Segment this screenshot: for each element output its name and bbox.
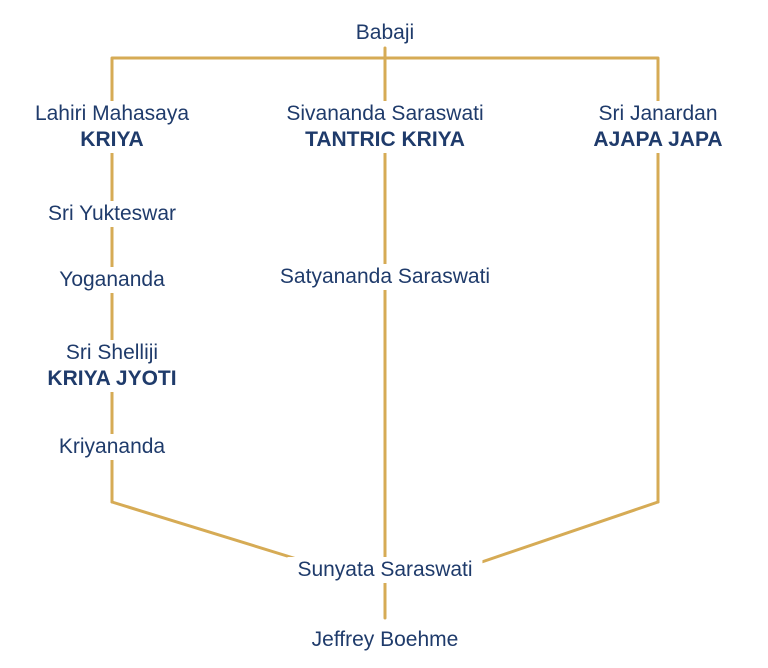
ajapa-japa-technique-label: AJAPA JAPA: [593, 128, 723, 151]
kriya-technique-label: KRIYA: [80, 128, 144, 151]
babaji-label: Babaji: [355, 21, 415, 44]
kriya-jyoti-technique-label: KRIYA JYOTI: [47, 367, 177, 390]
sri-yukteswar-node: Sri Yukteswar: [38, 201, 186, 227]
kriyananda-node: Kriyananda: [48, 434, 176, 460]
kriyananda-label: Kriyananda: [58, 435, 166, 458]
sunyata-saraswati-node: Sunyata Saraswati: [287, 557, 483, 583]
sivananda-saraswati-node: Sivananda Saraswati TANTRIC KRIYA: [276, 101, 494, 153]
right-to-sunyata-connector: [468, 500, 660, 568]
lahiri-mahasaya-node: Lahiri Mahasaya KRIYA: [24, 101, 200, 153]
sri-janardan-node: Sri Janardan AJAPA JAPA: [583, 101, 733, 153]
jeffrey-boehme-node: Jeffrey Boehme: [301, 627, 469, 653]
sunyata-saraswati-label: Sunyata Saraswati: [297, 558, 473, 581]
yogananda-label: Yogananda: [59, 268, 165, 291]
yogananda-node: Yogananda: [49, 267, 175, 293]
babaji-node: Babaji: [345, 20, 425, 46]
satyananda-saraswati-node: Satyananda Saraswati: [269, 264, 501, 290]
tantric-kriya-technique-label: TANTRIC KRIYA: [305, 128, 465, 151]
sri-shelliji-label: Sri Shelliji: [65, 341, 159, 364]
lahiri-mahasaya-label: Lahiri Mahasaya: [34, 102, 190, 125]
jeffrey-boehme-label: Jeffrey Boehme: [311, 628, 459, 651]
sri-yukteswar-label: Sri Yukteswar: [48, 202, 176, 225]
sri-shelliji-node: Sri Shelliji KRIYA JYOTI: [37, 340, 187, 392]
left-to-sunyata-connector: [110, 500, 302, 562]
satyananda-saraswati-label: Satyananda Saraswati: [279, 265, 491, 288]
sivananda-saraswati-label: Sivananda Saraswati: [286, 102, 484, 125]
sri-janardan-label: Sri Janardan: [598, 102, 718, 125]
